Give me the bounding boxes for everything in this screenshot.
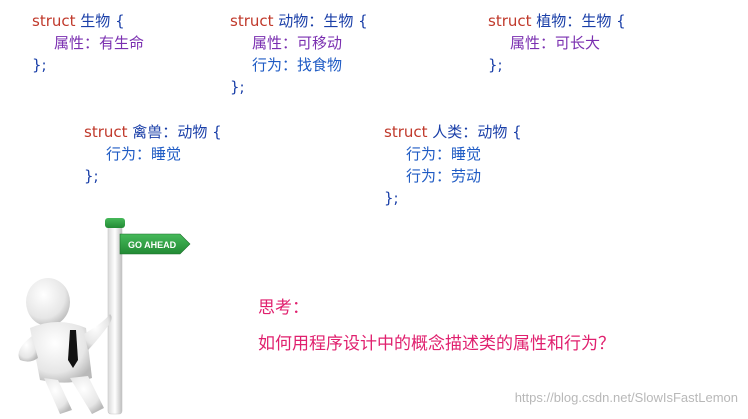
inherit-separator: ： xyxy=(462,123,478,141)
close-brace: }; xyxy=(488,56,503,74)
struct-keyword: struct xyxy=(84,123,128,141)
struct-name: 禽兽 xyxy=(132,123,163,141)
member-line: 属性：有生命 xyxy=(54,34,145,52)
struct-block-animal: struct 动物：生物 { 属性：可移动 行为：找食物 }; xyxy=(230,10,368,98)
member-line: 行为：找食物 xyxy=(252,56,343,74)
member-line: 属性：可长大 xyxy=(510,34,601,52)
parent-name: 动物 xyxy=(477,123,508,141)
inherit-separator: ： xyxy=(162,123,178,141)
open-brace: { xyxy=(115,12,125,30)
person-figure-icon: GO AHEAD xyxy=(18,218,191,415)
close-brace: }; xyxy=(84,167,99,185)
struct-name: 动物 xyxy=(278,12,309,30)
member-line: 行为：睡觉 xyxy=(406,145,482,163)
parent-name: 生物 xyxy=(323,12,354,30)
close-brace: }; xyxy=(32,56,47,74)
open-brace: { xyxy=(212,123,222,141)
struct-name: 植物 xyxy=(536,12,567,30)
watermark: https://blog.csdn.net/SlowIsFastLemon xyxy=(514,390,738,405)
struct-block-plant: struct 植物：生物 { 属性：可长大 }; xyxy=(488,10,626,76)
close-brace: }; xyxy=(384,189,399,207)
struct-keyword: struct xyxy=(488,12,532,30)
member-line: 行为：睡觉 xyxy=(106,145,182,163)
close-brace: }; xyxy=(230,78,245,96)
member-line: 属性：可移动 xyxy=(252,34,343,52)
parent-name: 动物 xyxy=(177,123,208,141)
struct-keyword: struct xyxy=(32,12,76,30)
struct-keyword: struct xyxy=(384,123,428,141)
sign-label: GO AHEAD xyxy=(128,240,177,250)
inherit-separator: ： xyxy=(566,12,582,30)
struct-keyword: struct xyxy=(230,12,274,30)
open-brace: { xyxy=(616,12,626,30)
struct-block-beast: struct 禽兽：动物 { 行为：睡觉 }; xyxy=(84,121,222,187)
signpost-icon: GO AHEAD xyxy=(119,233,191,255)
struct-block-human: struct 人类：动物 { 行为：睡觉 行为：劳动 }; xyxy=(384,121,522,209)
thinking-question: 如何用程序设计中的概念描述类的属性和行为？ xyxy=(258,334,615,354)
thinking-title: 思考： xyxy=(258,298,309,318)
person-with-signpost: GO AHEAD xyxy=(0,210,220,415)
open-brace: { xyxy=(512,123,522,141)
member-line: 行为：劳动 xyxy=(406,167,482,185)
struct-name: 生物 xyxy=(80,12,111,30)
parent-name: 生物 xyxy=(581,12,612,30)
struct-name: 人类 xyxy=(432,123,463,141)
struct-block-organism: struct 生物 { 属性：有生命 }; xyxy=(32,10,144,76)
inherit-separator: ： xyxy=(308,12,324,30)
open-brace: { xyxy=(358,12,368,30)
